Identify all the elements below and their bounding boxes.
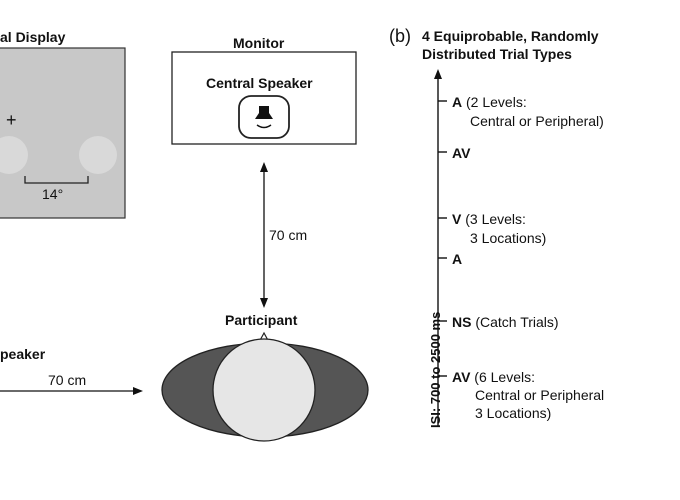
isi-axis-arrowhead	[434, 69, 442, 79]
speaker-label: peaker	[0, 346, 46, 362]
speaker-distance-label: 70 cm	[48, 372, 87, 388]
peripheral-stimulus-right	[79, 136, 117, 174]
trial-v: V (3 Levels:	[452, 211, 526, 227]
trial-v-detail2: 3 Locations)	[470, 230, 547, 246]
trial-av-1: AV	[452, 145, 471, 161]
trial-av-2: AV (6 Levels:	[452, 369, 535, 385]
trial-detail: (2 Levels:	[462, 94, 527, 110]
trial-a-1-detail2: Central or Peripheral)	[470, 113, 604, 129]
trial-av-2-detail3: 3 Locations)	[475, 405, 552, 421]
monitor-label: Monitor	[233, 35, 285, 51]
panel-b-title-line2: Distributed Trial Types	[422, 46, 572, 62]
trial-av-2-detail2: Central or Peripheral	[475, 387, 605, 403]
trial-detail: (3 Levels:	[461, 211, 526, 227]
monitor-distance-arrowhead-bottom	[260, 298, 268, 308]
trial-detail: (Catch Trials)	[471, 314, 559, 330]
trial-a-1: A (2 Levels:	[452, 94, 527, 110]
central-speaker-label: Central Speaker	[206, 75, 313, 91]
separation-label: 14°	[42, 186, 64, 202]
trial-code: A	[452, 94, 463, 110]
visual-display-screen	[0, 47, 126, 219]
isi-axis-label: ISI: 700 to 2500 ms	[428, 311, 443, 428]
speaker-icon	[255, 106, 273, 129]
trial-code: V	[452, 211, 462, 227]
trial-code: AV	[452, 369, 471, 385]
monitor-distance-arrowhead-top	[260, 162, 268, 172]
panel-b-title-line1: 4 Equiprobable, Randomly	[422, 28, 599, 44]
monitor-distance-label: 70 cm	[269, 227, 308, 243]
speaker-distance-arrowhead	[133, 387, 143, 395]
trial-a-2: A	[452, 251, 463, 267]
trial-code: NS	[452, 314, 472, 330]
visual-display-label: al Display	[0, 29, 66, 45]
trial-detail: (6 Levels:	[470, 369, 536, 385]
peripheral-stimulus-left	[0, 136, 28, 174]
participant-head	[212, 338, 316, 442]
separation-bracket	[24, 176, 89, 184]
trial-ns: NS (Catch Trials)	[452, 314, 559, 330]
panel-b-tag: (b)	[389, 26, 411, 46]
fixation-cross: +	[6, 110, 17, 130]
participant-label: Participant	[225, 312, 298, 328]
